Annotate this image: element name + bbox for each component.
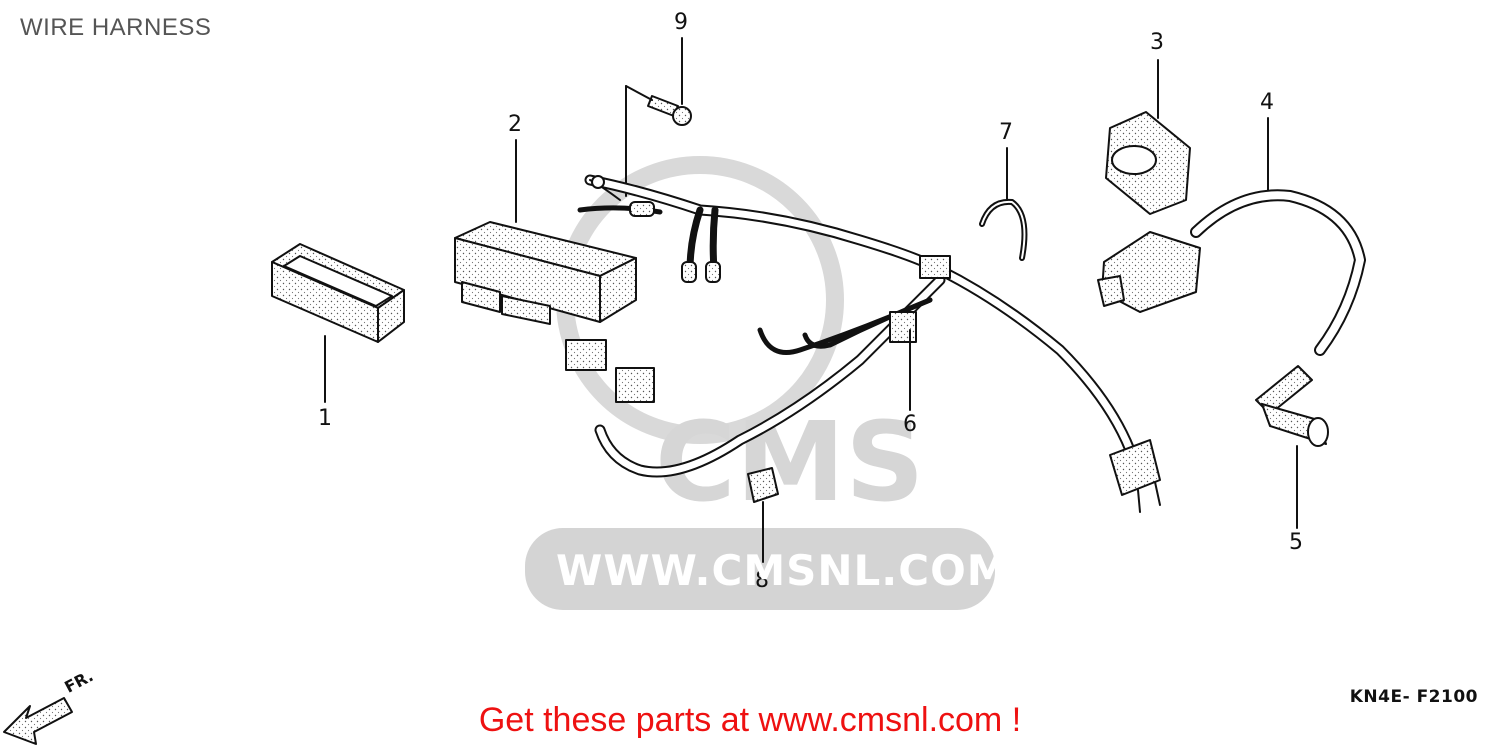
callout-8: 8 [755, 568, 769, 593]
part-1-box [271, 243, 405, 343]
part-9-bolt [647, 95, 692, 126]
callout-6: 6 [903, 412, 917, 437]
part-4-ignition-coil [1097, 189, 1366, 356]
callout-2: 2 [508, 112, 522, 137]
callout-9: 9 [674, 10, 688, 35]
callout-7: 7 [999, 120, 1013, 145]
part-8-clamp [747, 467, 779, 503]
part-7-band [979, 198, 1028, 261]
watermark-url: WWW.CMSNL.COM [556, 546, 1010, 595]
cms-watermark: CMS [525, 156, 995, 610]
part-3-cap [1105, 111, 1191, 215]
callout-4: 4 [1260, 90, 1274, 115]
promo-link[interactable]: Get these parts at www.cmsnl.com ! [478, 701, 1022, 739]
page-title: WIRE HARNESS [20, 14, 212, 41]
callout-5: 5 [1289, 530, 1303, 555]
front-arrow-icon [3, 697, 73, 745]
callout-1: 1 [318, 406, 332, 431]
part-6-wire-harness [565, 174, 1161, 513]
part-5-plug-cap [1255, 365, 1329, 447]
diagram-code: KN4E- F2100 [1349, 687, 1478, 707]
callout-3: 3 [1150, 30, 1164, 55]
part-2-cdi-unit [454, 221, 637, 325]
